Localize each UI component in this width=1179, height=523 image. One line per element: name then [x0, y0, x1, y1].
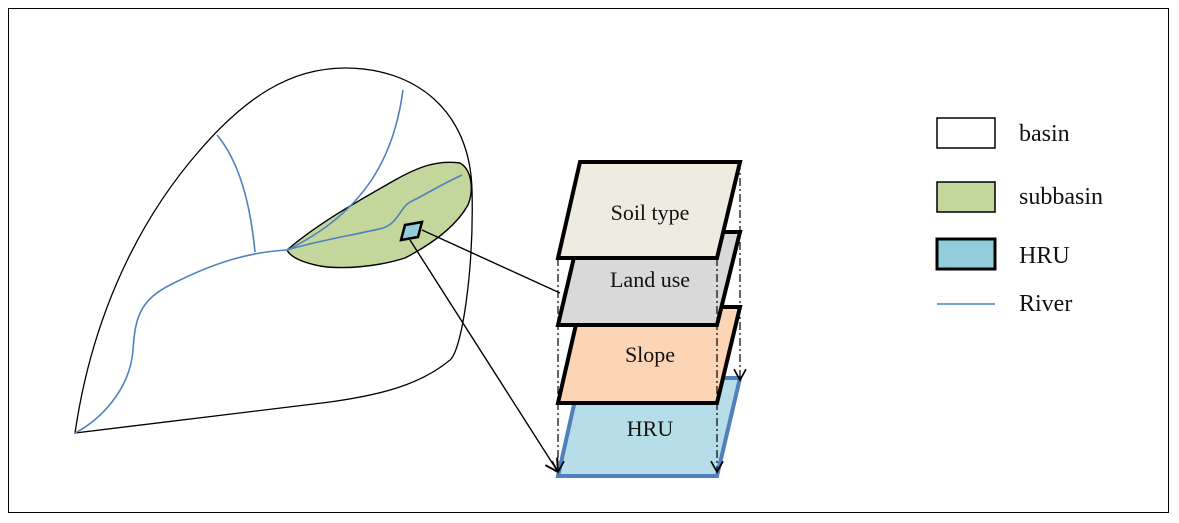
layer-slope: Slope: [555, 305, 743, 405]
subbasin-area: [286, 161, 472, 269]
river-tributary-west: [216, 134, 256, 253]
river-network: [74, 89, 463, 434]
river-subbasin: [286, 174, 463, 251]
projection-lines: [551, 162, 747, 474]
legend-swatch-subbasin: [936, 181, 996, 213]
river-tributary-north: [286, 89, 404, 251]
layer-slope-label: Slope: [625, 342, 675, 367]
legend-swatch-hru: [935, 237, 997, 271]
diagram-frame: [8, 8, 1169, 513]
river-main: [74, 249, 288, 434]
hru-cell: [399, 220, 424, 242]
legend-item-subbasin: subbasin: [936, 181, 1103, 213]
legend-label-hru: HRU: [1019, 243, 1070, 269]
connector-arrow-lower: [409, 239, 560, 474]
legend-label-subbasin: subbasin: [1019, 184, 1103, 210]
layer-soil-label: Soil type: [611, 200, 690, 225]
legend-label-river: River: [1019, 291, 1072, 317]
legend-swatch-basin: [936, 117, 996, 149]
legend-label-basin: basin: [1019, 121, 1070, 147]
legend-item-river: River: [937, 291, 1072, 317]
legend: basin subbasin HRU River: [935, 117, 1103, 317]
layer-soil: Soil type: [555, 160, 743, 260]
legend-item-basin: basin: [936, 117, 1070, 149]
legend-item-hru: HRU: [935, 237, 1070, 271]
connector-line-upper: [421, 229, 561, 294]
layer-hru-label: HRU: [627, 416, 674, 441]
layer-landuse-label: Land use: [610, 267, 690, 292]
